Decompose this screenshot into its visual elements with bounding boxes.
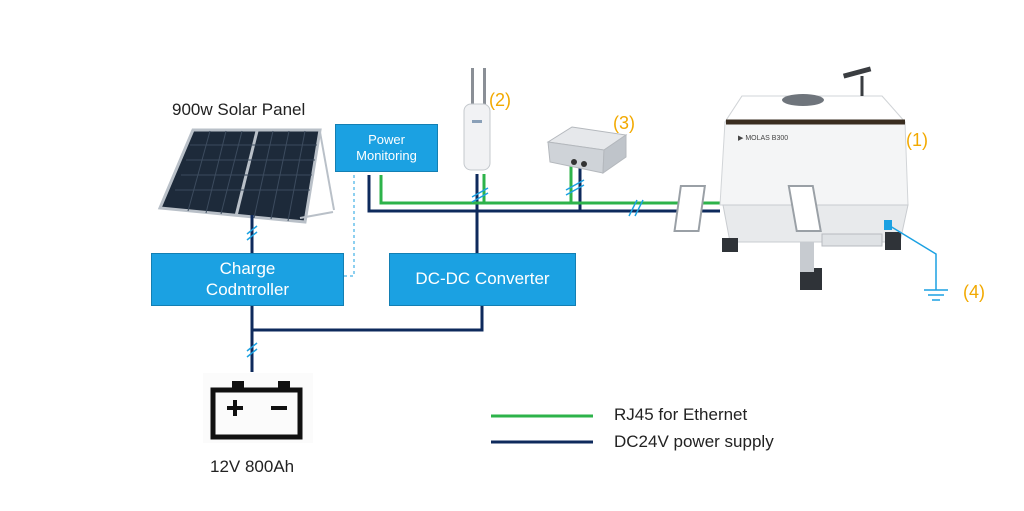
power-monitoring-line2: Monitoring (356, 148, 417, 163)
charge-controller-box: Charge Codntroller (151, 253, 344, 306)
ground-symbol (889, 225, 948, 301)
access-point-image (463, 68, 491, 171)
radio-number: (3) (613, 113, 635, 133)
dcdc-converter-box: DC-DC Converter (389, 253, 576, 306)
lidar-station-image: ▶ MOLAS B300 (673, 66, 909, 290)
battery-image (203, 373, 313, 443)
ground-number: (4) (963, 282, 985, 302)
power-monitoring-box: Power Monitoring (335, 124, 438, 172)
charge-controller-line1: Charge (219, 259, 276, 279)
solar-panel-label: 900w Solar Panel (172, 100, 306, 119)
battery-label: 12V 800Ah (210, 457, 295, 476)
dcdc-converter-label: DC-DC Converter (415, 269, 550, 289)
station-number: (1) (906, 130, 928, 150)
radio-unit-image (546, 126, 628, 174)
svg-text:▶ MOLAS B300: ▶ MOLAS B300 (738, 135, 788, 142)
legend-ethernet-label: RJ45 for Ethernet (614, 405, 748, 424)
power-monitoring-line1: Power (368, 132, 405, 148)
monitoring-link (344, 168, 355, 277)
cable-marks (246, 179, 644, 358)
antenna-number: (2) (489, 90, 511, 110)
ethernet-wires (379, 165, 720, 205)
legend-power-label: DC24V power supply (614, 432, 774, 451)
charge-controller-line2: Codntroller (205, 279, 290, 299)
solar-panel-image (157, 128, 335, 224)
